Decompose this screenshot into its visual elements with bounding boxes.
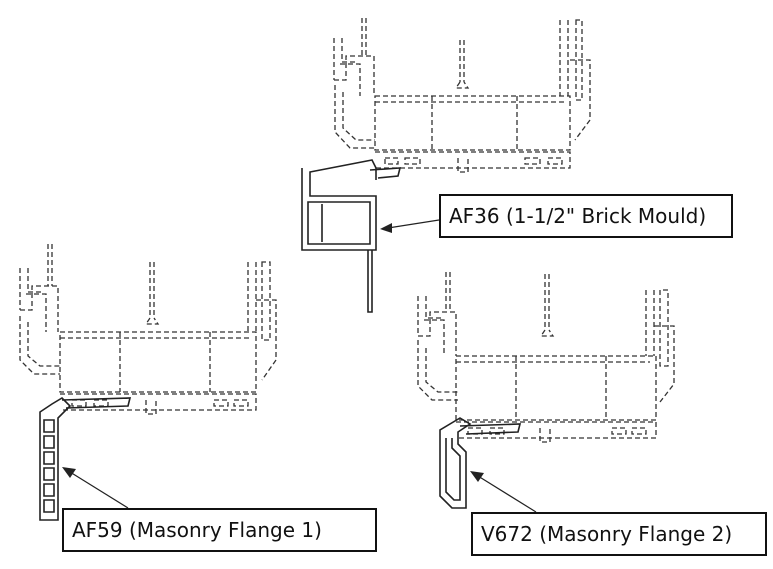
frame-profile-af36 — [333, 18, 591, 173]
label-af59-masonry-flange-1: AF59 (Masonry Flange 1) — [62, 508, 377, 552]
brick-mould-af36 — [301, 159, 402, 313]
arrow-v672 — [470, 471, 537, 513]
label-v672-masonry-flange-2: V672 (Masonry Flange 2) — [471, 512, 767, 556]
arrow-af59 — [62, 467, 129, 509]
frame-profile-v672 — [417, 272, 675, 443]
label-af36-brick-mould: AF36 (1-1/2" Brick Mould) — [439, 194, 733, 238]
frame-profile-af59 — [19, 244, 277, 415]
masonry-flange-af59 — [39, 396, 132, 521]
masonry-flange-v672 — [439, 417, 522, 509]
arrow-af36 — [380, 219, 440, 233]
